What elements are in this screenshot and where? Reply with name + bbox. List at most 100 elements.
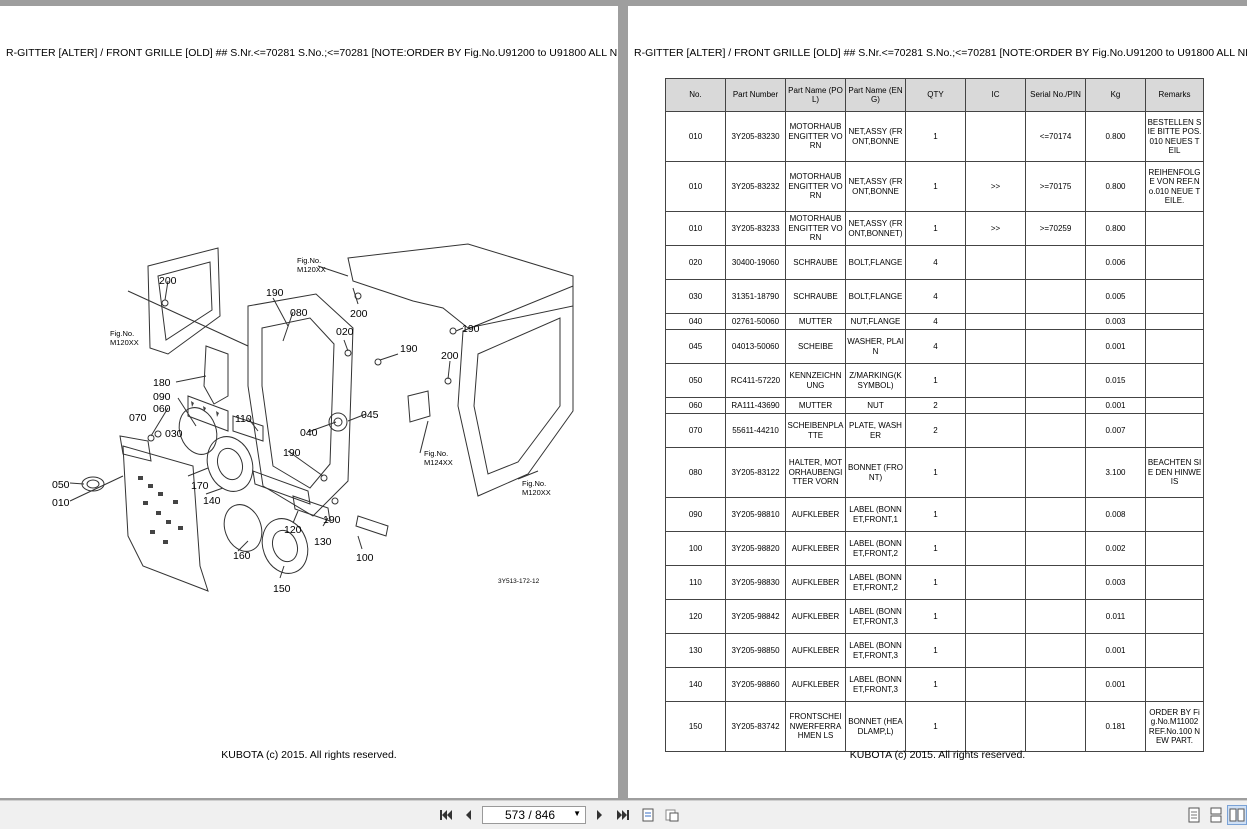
table-cell: 100: [665, 531, 726, 566]
table-cell: MOTORHAUBENGITTER VORN: [785, 111, 846, 162]
table-cell: WASHER, PLAIN: [845, 329, 906, 364]
table-cell: >>: [965, 211, 1026, 246]
table-cell: [1145, 245, 1204, 280]
table-cell: 020: [665, 245, 726, 280]
next-page-icon[interactable]: [590, 805, 610, 825]
rotate-icon[interactable]: [638, 805, 658, 825]
table-cell: [1025, 565, 1086, 600]
table-cell: [1025, 413, 1086, 448]
table-cell: [965, 245, 1026, 280]
table-cell: 0.001: [1085, 667, 1146, 702]
table-cell: [965, 531, 1026, 566]
table-cell: BESTELLEN SIE BITTE POS.010 NEUES TEIL: [1145, 111, 1204, 162]
table-cell: SCHEIBE: [785, 329, 846, 364]
callout-label: 200: [441, 350, 459, 362]
table-cell: <=70174: [1025, 111, 1086, 162]
table-cell: 0.015: [1085, 363, 1146, 398]
table-cell: MUTTER: [785, 397, 846, 414]
callout-label: 100: [356, 552, 374, 564]
fit-page-icon[interactable]: [662, 805, 682, 825]
column-header: Remarks: [1145, 78, 1204, 112]
table-cell: 045: [665, 329, 726, 364]
table-cell: [1145, 413, 1204, 448]
table-cell: FRONTSCHEINWERFERRAHMEN LS: [785, 701, 846, 752]
table-cell: [1145, 211, 1204, 246]
table-cell: [1145, 667, 1204, 702]
figure-code: 3Y513-172-12: [498, 578, 540, 585]
table-cell: 1: [905, 599, 966, 634]
figure-reference: Fig.No.M120XX: [297, 256, 326, 274]
page-footer-left: KUBOTA (c) 2015. All rights reserved.: [221, 749, 397, 761]
table-cell: Z/MARKING(KSYMBOL): [845, 363, 906, 398]
table-cell: >>: [965, 161, 1026, 212]
table-cell: [965, 329, 1026, 364]
table-cell: NET,ASSY (FRONT,BONNE: [845, 111, 906, 162]
single-page-view-icon[interactable]: [1184, 805, 1204, 825]
column-header: Kg: [1085, 78, 1146, 112]
table-cell: 1: [905, 667, 966, 702]
callout-label: 110: [235, 413, 252, 425]
table-cell: 3Y205-83742: [725, 701, 786, 752]
table-cell: 0.800: [1085, 211, 1146, 246]
parts-list-table: No. Part Number Part Name (POL) Part Nam…: [665, 78, 1204, 752]
callout-label: 190: [462, 323, 480, 335]
callout-label: 060: [153, 403, 171, 415]
table-cell: 090: [665, 497, 726, 532]
table-cell: [965, 667, 1026, 702]
table-cell: [965, 413, 1026, 448]
chevron-down-icon[interactable]: ▼: [573, 809, 581, 818]
column-header: QTY: [905, 78, 966, 112]
table-cell: 1: [905, 211, 966, 246]
table-cell: [1025, 599, 1086, 634]
table-cell: [1145, 633, 1204, 668]
table-cell: 1: [905, 447, 966, 498]
prev-page-icon[interactable]: [458, 805, 478, 825]
callout-label: 120: [284, 524, 302, 536]
table-cell: [965, 313, 1026, 330]
callout-label: 030: [165, 428, 183, 440]
table-cell: >=70259: [1025, 211, 1086, 246]
table-cell: [1025, 245, 1086, 280]
table-cell: [1145, 531, 1204, 566]
page-number-field[interactable]: 573 / 846 ▼: [482, 806, 586, 824]
callout-label: 190: [283, 447, 301, 459]
table-cell: [1025, 397, 1086, 414]
table-cell: 0.800: [1085, 111, 1146, 162]
table-cell: [965, 497, 1026, 532]
callout-label: 190: [400, 343, 418, 355]
column-header: Part Name (ENG): [845, 78, 906, 112]
two-page-view-icon[interactable]: [1227, 805, 1247, 825]
first-page-icon[interactable]: [436, 805, 456, 825]
table-cell: 070: [665, 413, 726, 448]
table-cell: 0.005: [1085, 279, 1146, 314]
table-cell: 02761-50060: [725, 313, 786, 330]
table-cell: 050: [665, 363, 726, 398]
table-cell: 55611-44210: [725, 413, 786, 448]
table-cell: [1025, 447, 1086, 498]
table-cell: [1025, 329, 1086, 364]
left-document-page: R-GITTER [ALTER] / FRONT GRILLE [OLD] ##…: [0, 6, 618, 798]
table-cell: 1: [905, 497, 966, 532]
table-cell: 0.011: [1085, 599, 1146, 634]
table-cell: MUTTER: [785, 313, 846, 330]
table-cell: 130: [665, 633, 726, 668]
table-cell: MOTORHAUBENGITTER VORN: [785, 211, 846, 246]
callout-label: 010: [52, 497, 70, 509]
table-cell: BOLT,FLANGE: [845, 279, 906, 314]
table-cell: 31351-18790: [725, 279, 786, 314]
table-cell: [1025, 313, 1086, 330]
table-cell: HALTER, MOTORHAUBENGITTER VORN: [785, 447, 846, 498]
table-cell: [1025, 279, 1086, 314]
table-cell: 1: [905, 363, 966, 398]
table-cell: SCHEIBENPLATTE: [785, 413, 846, 448]
continuous-view-icon[interactable]: [1206, 805, 1226, 825]
last-page-icon[interactable]: [613, 805, 633, 825]
table-cell: PLATE, WASHER: [845, 413, 906, 448]
